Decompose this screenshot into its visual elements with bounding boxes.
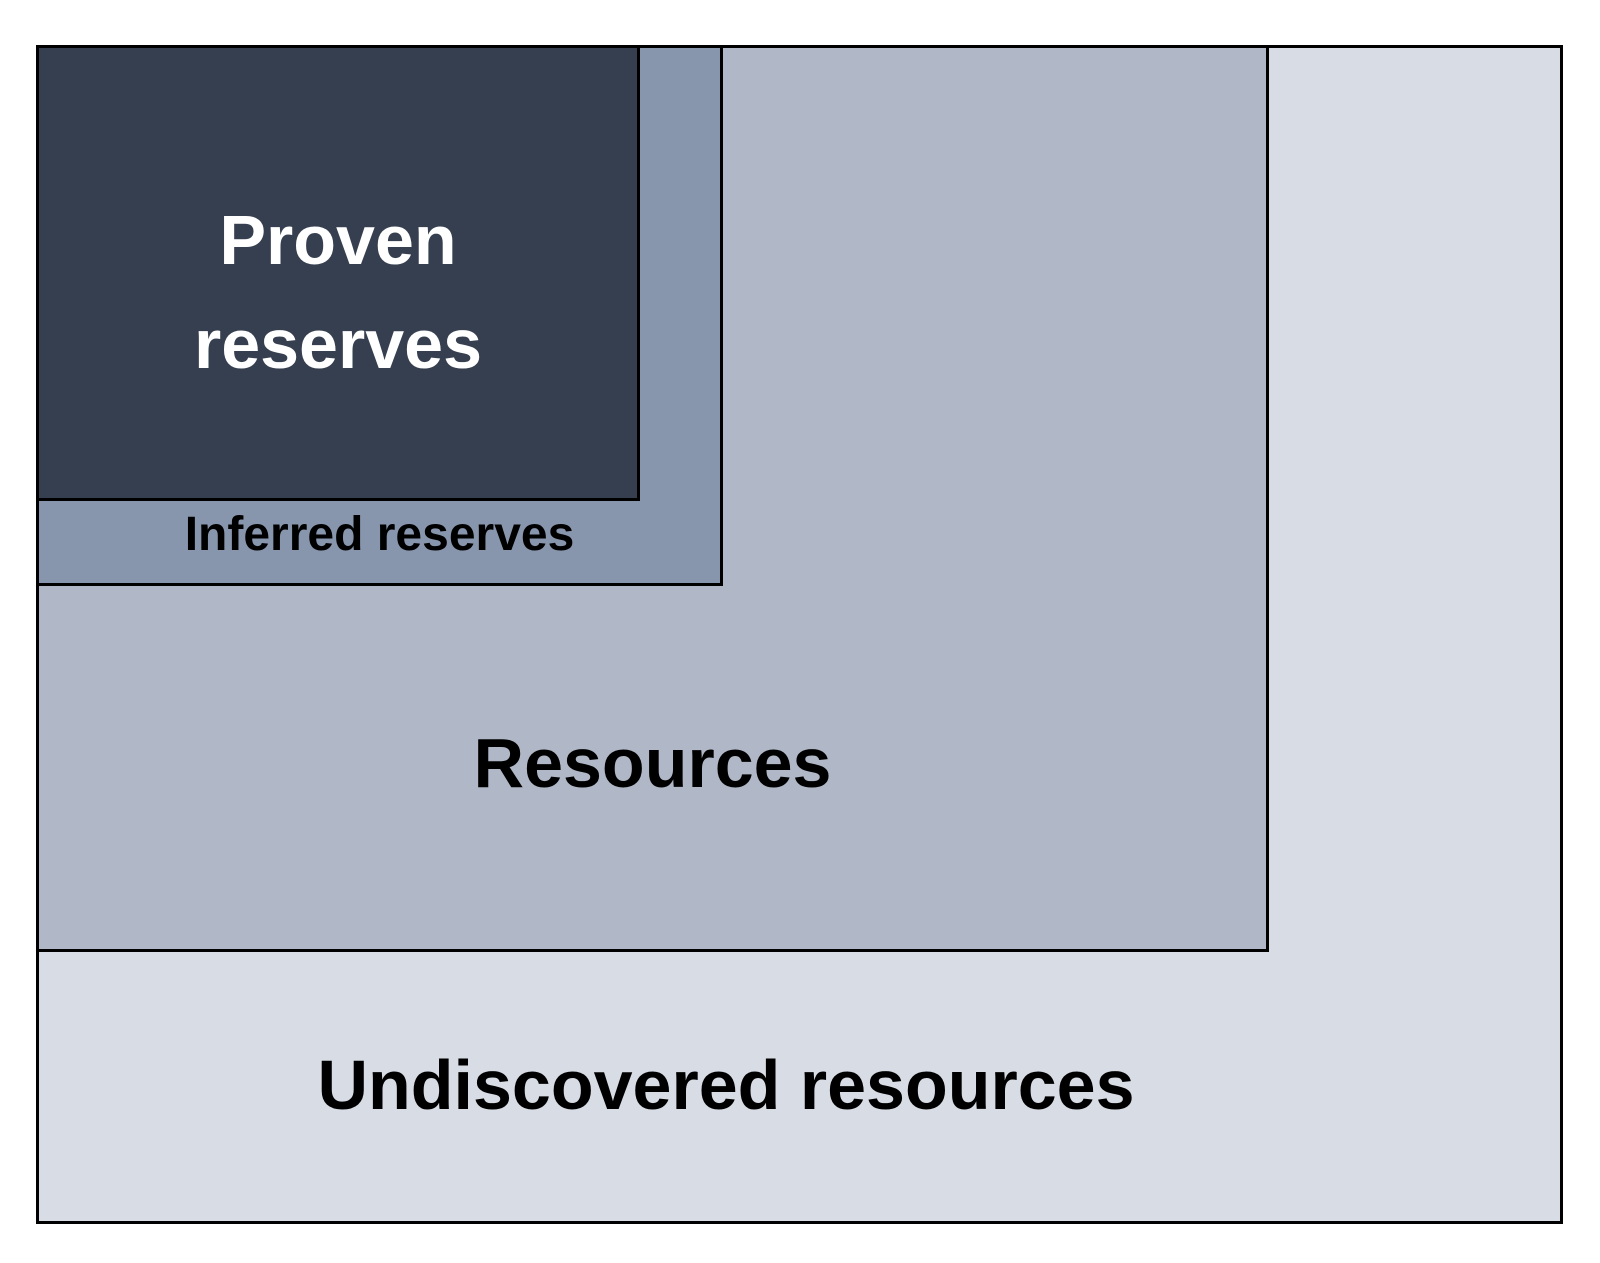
proven-reserves-label-line1: Proven <box>219 201 457 279</box>
proven-reserves-label: Proven reserves <box>36 188 640 396</box>
proven-reserves-region <box>36 45 640 501</box>
inferred-reserves-label: Inferred reserves <box>184 508 575 561</box>
proven-reserves-label-line2: reserves <box>193 305 483 383</box>
undiscovered-resources-label: Undiscovered resources <box>317 1046 1135 1124</box>
resources-label: Resources <box>473 724 832 802</box>
